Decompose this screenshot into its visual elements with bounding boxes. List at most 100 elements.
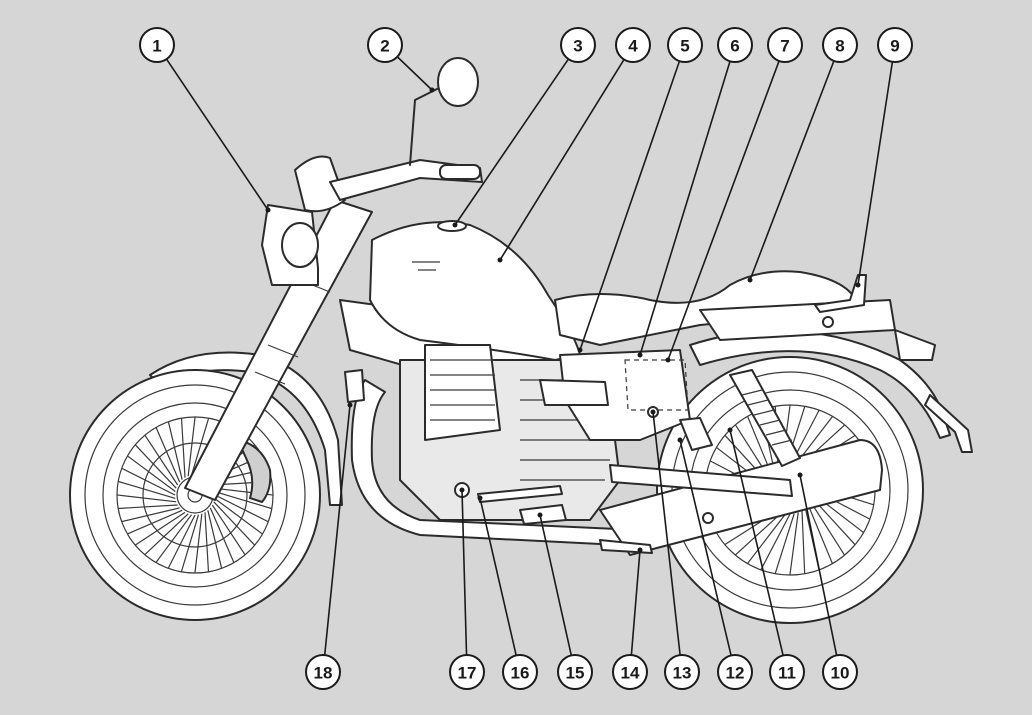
leader-dot-14 xyxy=(637,547,643,553)
callout-number: 5 xyxy=(680,37,689,56)
callout-circle xyxy=(767,27,803,63)
callout-number: 18 xyxy=(314,664,333,683)
callout-number: 10 xyxy=(831,664,850,683)
leader-dot-18 xyxy=(347,402,353,408)
rear-brake-pedal xyxy=(679,417,713,451)
callout-8: 8 xyxy=(822,27,858,63)
callout-17: 17 xyxy=(449,654,485,690)
leader-dot-12 xyxy=(677,437,683,443)
callout-circle xyxy=(305,654,341,690)
leader-dot-8 xyxy=(747,277,753,283)
callout-number: 14 xyxy=(621,664,640,683)
callout-number: 7 xyxy=(780,37,789,56)
tail-light xyxy=(894,329,936,361)
leader-line-16 xyxy=(479,497,517,656)
seat xyxy=(554,270,859,346)
callout-5: 5 xyxy=(667,27,703,63)
leader-dot-16 xyxy=(477,495,483,501)
callout-14: 14 xyxy=(612,654,648,690)
leader-line-14 xyxy=(630,549,641,656)
callout-number: 9 xyxy=(890,37,899,56)
callout-9: 9 xyxy=(877,27,913,63)
callout-18: 18 xyxy=(305,654,341,690)
leader-line-9 xyxy=(857,61,894,286)
leader-line-10 xyxy=(799,474,838,656)
leader-line-13 xyxy=(652,411,681,656)
callout-number: 16 xyxy=(511,664,530,683)
swingarm xyxy=(609,464,793,497)
callout-circle xyxy=(717,27,753,63)
gear-lever xyxy=(519,504,567,525)
callout-number: 15 xyxy=(566,664,585,683)
callout-2: 2 xyxy=(367,27,403,63)
callout-7: 7 xyxy=(767,27,803,63)
callout-3: 3 xyxy=(560,27,596,63)
leader-dot-11 xyxy=(727,427,733,433)
callout-number: 2 xyxy=(380,37,389,56)
callout-circle xyxy=(717,654,753,690)
callout-circle xyxy=(877,27,913,63)
mirror xyxy=(437,57,479,107)
callout-number: 13 xyxy=(673,664,692,683)
leader-dot-1 xyxy=(265,207,271,213)
callout-number: 6 xyxy=(730,37,739,56)
leader-dot-15 xyxy=(537,512,543,518)
callout-circle xyxy=(612,654,648,690)
callout-16: 16 xyxy=(502,654,538,690)
callout-circle xyxy=(822,27,858,63)
leader-lines xyxy=(165,56,894,656)
front-fork xyxy=(184,199,373,501)
motorcycle-illustration xyxy=(69,57,973,624)
leader-line-15 xyxy=(539,514,573,656)
leader-dot-10 xyxy=(797,472,803,478)
leader-dot-2 xyxy=(429,87,435,93)
callout-number: 17 xyxy=(458,664,477,683)
callout-circle xyxy=(449,654,485,690)
fuel-cap xyxy=(437,220,467,232)
leader-line-4 xyxy=(499,59,625,261)
callout-circle xyxy=(139,27,175,63)
callout-15: 15 xyxy=(557,654,593,690)
callout-11: 11 xyxy=(769,654,805,690)
leader-dot-3 xyxy=(452,222,458,228)
callout-1: 1 xyxy=(139,27,175,63)
callout-13: 13 xyxy=(664,654,700,690)
callout-circle xyxy=(560,27,596,63)
callout-circle xyxy=(557,654,593,690)
front-fender xyxy=(149,351,343,506)
leader-dot-13 xyxy=(650,409,656,415)
callout-number: 11 xyxy=(778,664,796,683)
leader-dot-5 xyxy=(577,347,583,353)
leader-dot-7 xyxy=(665,357,671,363)
leader-dot-6 xyxy=(637,352,643,358)
callout-number: 8 xyxy=(835,37,844,56)
callout-12: 12 xyxy=(717,654,753,690)
rear-shock xyxy=(729,369,801,467)
callout-number: 4 xyxy=(628,37,638,56)
leader-dot-17 xyxy=(459,487,465,493)
callout-circle xyxy=(367,27,403,63)
leader-line-7 xyxy=(667,60,780,361)
leader-dot-9 xyxy=(855,282,861,288)
callout-number: 12 xyxy=(726,664,745,683)
cylinder-head xyxy=(424,344,501,441)
leader-line-5 xyxy=(579,60,681,351)
leader-line-8 xyxy=(749,60,835,281)
front-brake-caliper xyxy=(237,439,272,503)
mirror-stem xyxy=(409,84,446,166)
leader-line-18 xyxy=(323,404,351,656)
leader-line-11 xyxy=(729,429,784,656)
leader-line-1 xyxy=(165,58,269,211)
leader-dot-4 xyxy=(497,257,503,263)
callout-number: 3 xyxy=(573,37,582,56)
rear-mudguard-tip xyxy=(924,394,973,453)
callout-circle xyxy=(667,27,703,63)
leader-line-2 xyxy=(396,56,433,91)
instrument-cluster xyxy=(294,155,346,213)
callout-circle xyxy=(822,654,858,690)
front-wheel xyxy=(69,369,321,621)
muffler xyxy=(599,439,883,556)
